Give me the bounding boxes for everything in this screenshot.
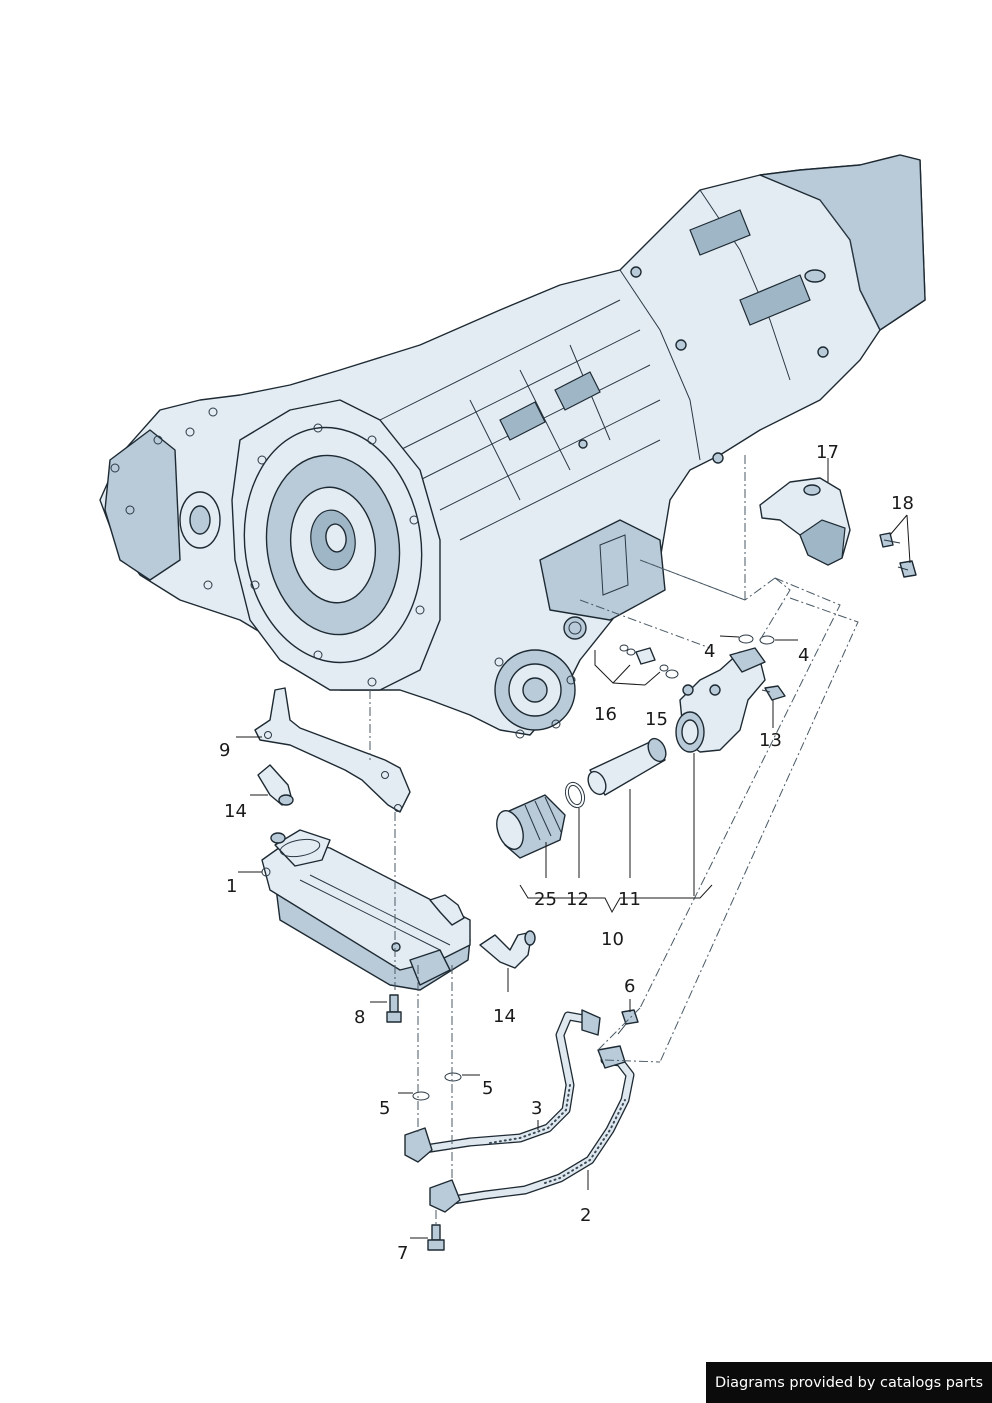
filter-housing-15 — [675, 647, 766, 753]
bolt-8 — [386, 994, 402, 1023]
alignment-lines — [369, 455, 859, 1225]
callout-15: 15 — [645, 709, 668, 730]
callout-5-left: 5 — [379, 1098, 391, 1119]
callout-14-upper: 14 — [224, 801, 247, 822]
oil-cooler-1 — [261, 829, 471, 991]
bolt-18 — [879, 532, 917, 578]
seal-set-16 — [619, 644, 679, 679]
oil-line-3 — [404, 1009, 601, 1163]
leader-lines — [236, 458, 911, 1239]
callout-14-lower: 14 — [493, 1006, 516, 1027]
callout-8: 8 — [354, 1007, 366, 1028]
transmission-mount-17 — [759, 477, 851, 566]
callout-18: 18 — [891, 493, 914, 514]
hose-14-upper — [257, 764, 294, 806]
callout-4-left: 4 — [704, 641, 716, 662]
callout-10: 10 — [601, 929, 624, 950]
seal-ring-4 — [738, 634, 775, 645]
callout-9: 9 — [219, 740, 231, 761]
callout-13: 13 — [759, 730, 782, 751]
callout-6: 6 — [624, 976, 636, 997]
hose-14-lower — [479, 930, 536, 969]
bolt-13 — [761, 685, 786, 701]
callout-2: 2 — [580, 1205, 592, 1226]
callout-12: 12 — [566, 889, 589, 910]
callout-11: 11 — [618, 889, 641, 910]
callout-1: 1 — [226, 876, 238, 897]
o-ring-12 — [564, 781, 586, 809]
oil-line-2 — [429, 1045, 635, 1213]
washer-5 — [412, 1072, 462, 1101]
callout-5-right: 5 — [482, 1078, 494, 1099]
callout-4-right: 4 — [798, 645, 810, 666]
bolt-7 — [427, 1224, 445, 1251]
bracket-9 — [254, 687, 411, 813]
callout-16: 16 — [594, 704, 617, 725]
callout-3: 3 — [531, 1098, 543, 1119]
transmission-assembly — [99, 154, 926, 739]
filter-cap-25 — [496, 794, 566, 859]
callout-17: 17 — [816, 442, 839, 463]
credit-banner: Diagrams provided by catalogs parts — [706, 1362, 992, 1403]
callout-25: 25 — [534, 889, 557, 910]
filter-element-11 — [587, 737, 667, 796]
callout-7: 7 — [397, 1243, 409, 1264]
